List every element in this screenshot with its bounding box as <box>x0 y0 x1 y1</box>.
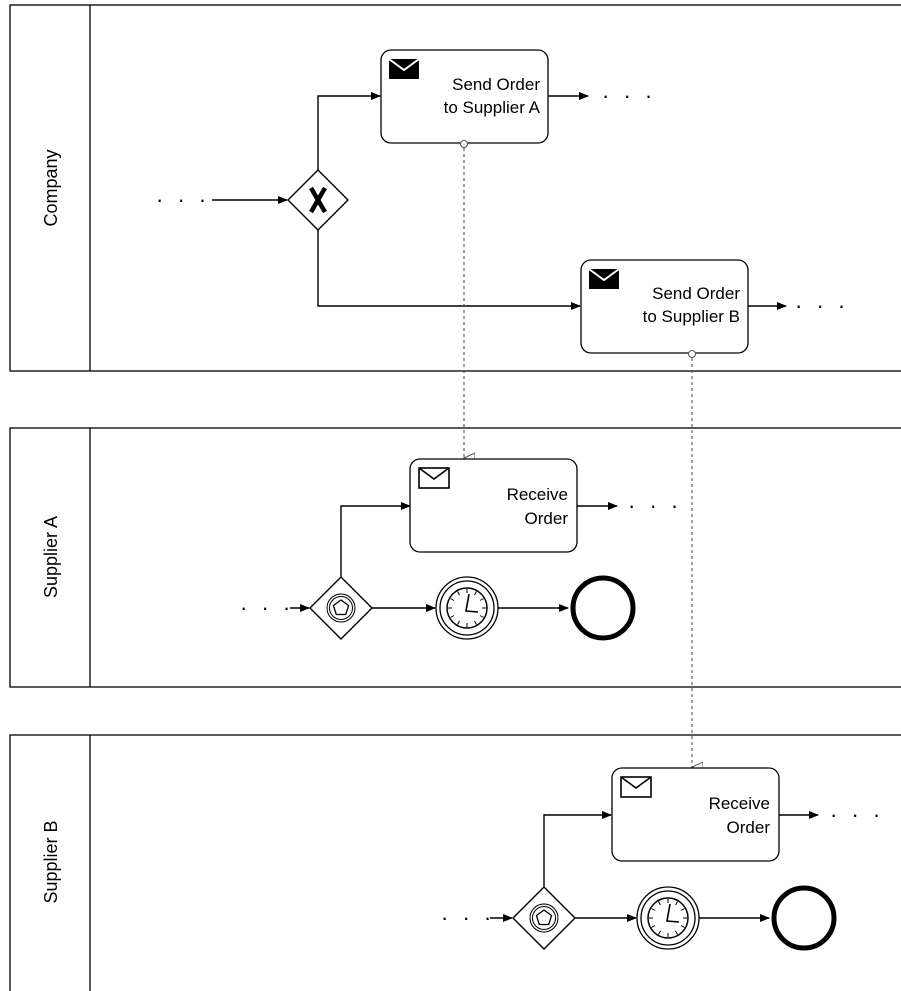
sequence-flow <box>317 230 581 310</box>
end-event <box>771 885 837 951</box>
task-label-line1: Receive <box>507 485 568 504</box>
task-label-line1: Send Order <box>652 284 740 303</box>
message-flow-to-supplier-a <box>460 140 468 459</box>
end-event <box>570 575 636 641</box>
sequence-flow <box>340 502 411 577</box>
pentagon-icon <box>535 909 553 926</box>
timer-intermediate-event <box>435 576 499 640</box>
task-label-line2: Order <box>525 509 569 528</box>
continuation-dots: · · · <box>830 802 884 827</box>
continuation-dots: · · · <box>156 187 210 212</box>
task-label-line2: Order <box>727 818 771 837</box>
task-label-line1: Send Order <box>452 75 540 94</box>
sequence-flow <box>317 92 381 170</box>
sequence-flow <box>543 811 612 887</box>
envelope-filled-icon <box>388 58 420 79</box>
task-label-line1: Receive <box>709 794 770 813</box>
continuation-dots: · · · <box>240 595 294 620</box>
continuation-dots: · · · <box>795 293 849 318</box>
continuation-dots: · · · <box>441 905 495 930</box>
task-send-order-supplier-a[interactable]: Send Order to Supplier A <box>380 49 549 144</box>
event-based-gateway <box>512 886 576 950</box>
task-receive-order-supplier-b[interactable]: Receive Order <box>611 767 780 862</box>
task-label-line2: to Supplier B <box>643 307 740 326</box>
message-flow-to-supplier-b <box>688 350 696 768</box>
x-marker-icon <box>309 186 327 214</box>
pool-supplier-a-label: Supplier A <box>41 516 61 598</box>
envelope-outline-icon <box>418 467 450 489</box>
continuation-dots: · · · <box>628 493 682 518</box>
clock-icon <box>446 587 488 629</box>
pool-supplier-b-label: Supplier B <box>41 820 61 903</box>
clock-icon <box>647 897 689 939</box>
envelope-outline-icon <box>620 776 652 798</box>
event-based-gateway <box>309 576 373 640</box>
timer-intermediate-event <box>636 886 700 950</box>
pentagon-icon <box>332 599 350 616</box>
task-send-order-supplier-b[interactable]: Send Order to Supplier B <box>580 259 749 354</box>
pool-company-label: Company <box>41 149 61 226</box>
envelope-filled-icon <box>588 268 620 289</box>
task-label-line2: to Supplier A <box>444 98 541 117</box>
continuation-dots: · · · <box>602 83 656 108</box>
task-receive-order-supplier-a[interactable]: Receive Order <box>409 458 578 553</box>
